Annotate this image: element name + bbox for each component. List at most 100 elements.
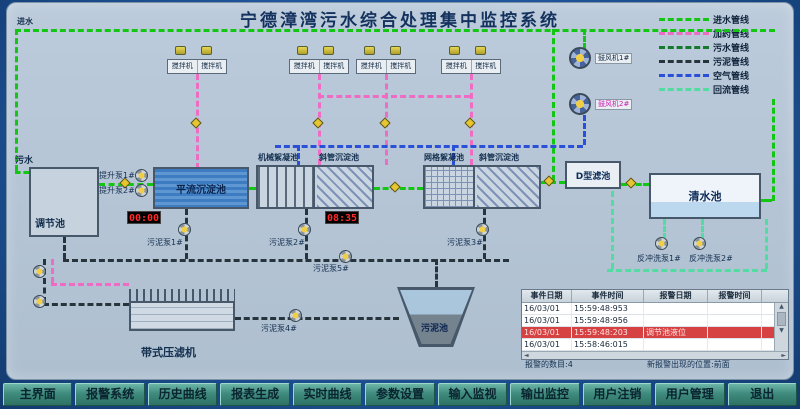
backwash-pump-icon[interactable] (655, 237, 668, 250)
legend-label: 进水管线 (713, 16, 750, 26)
sewage-in-label: 污水 (15, 156, 34, 166)
cell: 16/03/01 (522, 327, 572, 338)
nav-button-main[interactable]: 主界面 (3, 383, 73, 406)
alarm-row[interactable]: 16/03/01 15:58:46:015 (522, 339, 788, 351)
column-header[interactable]: 报警日期 (644, 290, 708, 302)
alarm-row[interactable]: 16/03/01 15:59:48:956 (522, 315, 788, 327)
pump-icon[interactable] (33, 265, 46, 278)
tank-mech-floc[interactable] (258, 167, 315, 207)
valve-icon[interactable] (190, 117, 202, 129)
tank-inclined-sed-1[interactable] (317, 167, 372, 207)
blower-fan-icon[interactable] (569, 93, 591, 115)
table-horizontal-scrollbar[interactable]: ◄ ► (522, 351, 788, 359)
scroll-left-icon[interactable]: ◄ (524, 352, 529, 359)
scroll-right-icon[interactable]: ► (781, 352, 786, 359)
sludge-pump-icon[interactable] (298, 223, 311, 236)
blower-fan-icon[interactable] (569, 47, 591, 69)
tank-inclined-sed-2[interactable] (477, 167, 539, 207)
mixer-label: 搅拌机4# (323, 62, 345, 70)
nav-button-input-monitor[interactable]: 输入监视 (437, 383, 508, 406)
pump-icon[interactable] (33, 295, 46, 308)
mixer-group[interactable]: 搅拌机1#搅拌机2# (167, 59, 227, 74)
mixer-group[interactable]: 搅拌机5#搅拌机6# (356, 59, 416, 74)
tank-label: 网格絮凝池 (424, 153, 464, 162)
pipe-dose-belt (51, 283, 129, 286)
mixer-label: 搅拌机5# (357, 60, 387, 73)
nav-button-report[interactable]: 报表生成 (220, 383, 290, 406)
tank-label: 斜管沉淀池 (479, 153, 519, 162)
cell: 15:59:48:953 (572, 303, 644, 314)
tank-d-filter[interactable]: D型滤池 (565, 161, 621, 189)
legend-item: 空气管线 (659, 69, 749, 82)
legend-item: 污水管线 (659, 41, 749, 54)
cell: 调节池液位 (644, 327, 708, 338)
tank-label: 污泥池 (421, 324, 449, 334)
column-header[interactable]: 报警时间 (708, 290, 762, 302)
pump-label: 污泥泵4# (261, 324, 297, 333)
scroll-thumb[interactable] (777, 312, 786, 326)
sludge-pump-icon[interactable] (178, 223, 191, 236)
valve-icon[interactable] (379, 117, 391, 129)
tank-regulating[interactable] (29, 167, 99, 237)
mixer-motor-icon[interactable] (364, 46, 375, 55)
belt-press-comb (129, 289, 235, 301)
sludge-pump-icon[interactable] (289, 309, 302, 322)
mixer-motor-icon[interactable] (475, 46, 486, 55)
nav-button-history-curve[interactable]: 历史曲线 (147, 383, 218, 406)
pipe-sludge-left (43, 259, 46, 303)
nav-button-user-management[interactable]: 用户管理 (655, 383, 725, 406)
pump-label: 反冲洗泵1# (637, 254, 681, 263)
nav-button-exit[interactable]: 退出 (727, 383, 797, 406)
tank-block-2[interactable] (423, 165, 541, 209)
tank-clear-water[interactable]: 清水池 (649, 173, 761, 219)
pump-label: 污泥泵5# (313, 264, 349, 273)
pipe-right-edge (772, 99, 775, 201)
mixer-group[interactable]: 搅拌机3#搅拌机4# (289, 59, 349, 74)
sludge-pump-icon[interactable] (476, 223, 489, 236)
belt-press-body[interactable] (129, 301, 235, 331)
nav-button-realtime-curve[interactable]: 实时曲线 (292, 383, 363, 406)
lift-pump-icon[interactable] (135, 169, 148, 182)
backwash-pump-icon[interactable] (693, 237, 706, 250)
tank-label: 调节池 (35, 219, 65, 230)
mixer-label: 搅拌机2# (201, 62, 223, 70)
nav-button-logout[interactable]: 用户注销 (582, 383, 653, 406)
valve-icon[interactable] (312, 117, 324, 129)
nav-button-alarm-system[interactable]: 报警系统 (75, 383, 145, 406)
tank-horizontal-sedimentation[interactable]: 平流沉淀池 (153, 167, 249, 209)
mixer-label: 搅拌机7# (442, 60, 472, 73)
nav-button-output-monitor[interactable]: 输出监控 (510, 383, 580, 406)
mixer-motor-icon[interactable] (390, 46, 401, 55)
mixer-motor-icon[interactable] (175, 46, 186, 55)
mixer-motor-icon[interactable] (297, 46, 308, 55)
scroll-up-icon[interactable]: ▲ (779, 303, 784, 310)
lift-pump-icon[interactable] (135, 184, 148, 197)
sludge-pump-icon[interactable] (339, 250, 352, 263)
pump-label: 提升泵2# (99, 186, 135, 195)
cell (644, 303, 708, 314)
alarm-row-active[interactable]: 16/03/01 15:59:48:203 调节池液位 (522, 327, 788, 339)
scroll-down-icon[interactable]: ▼ (779, 327, 784, 334)
pipe-air-main (275, 145, 583, 148)
legend-label: 空气管线 (713, 72, 750, 82)
valve-icon[interactable] (389, 181, 401, 193)
table-vertical-scrollbar[interactable]: ▲ ▼ (774, 303, 788, 351)
tank-sludge[interactable] (397, 287, 475, 347)
mixer-motor-icon[interactable] (201, 46, 212, 55)
pipe-main-2 (249, 187, 256, 190)
column-header[interactable]: 事件日期 (522, 290, 572, 302)
column-header[interactable]: 事件时间 (572, 290, 644, 302)
valve-icon[interactable] (464, 117, 476, 129)
pipe-inflow-inlet (15, 171, 29, 174)
mixer-label: 搅拌机6# (390, 62, 412, 70)
blower-label: 鼓风机1# (595, 53, 633, 64)
valve-icon[interactable] (625, 177, 637, 189)
mixer-motor-icon[interactable] (449, 46, 460, 55)
alarm-row[interactable]: 16/03/01 15:59:48:953 (522, 303, 788, 315)
pipe-inflow-drop (552, 29, 555, 181)
mixer-group[interactable]: 搅拌机7#搅拌机8# (441, 59, 501, 74)
mixer-motor-icon[interactable] (323, 46, 334, 55)
tank-grid-floc[interactable] (425, 167, 475, 207)
nav-button-parameters[interactable]: 参数设置 (365, 383, 435, 406)
tank-block-1[interactable] (256, 165, 374, 209)
